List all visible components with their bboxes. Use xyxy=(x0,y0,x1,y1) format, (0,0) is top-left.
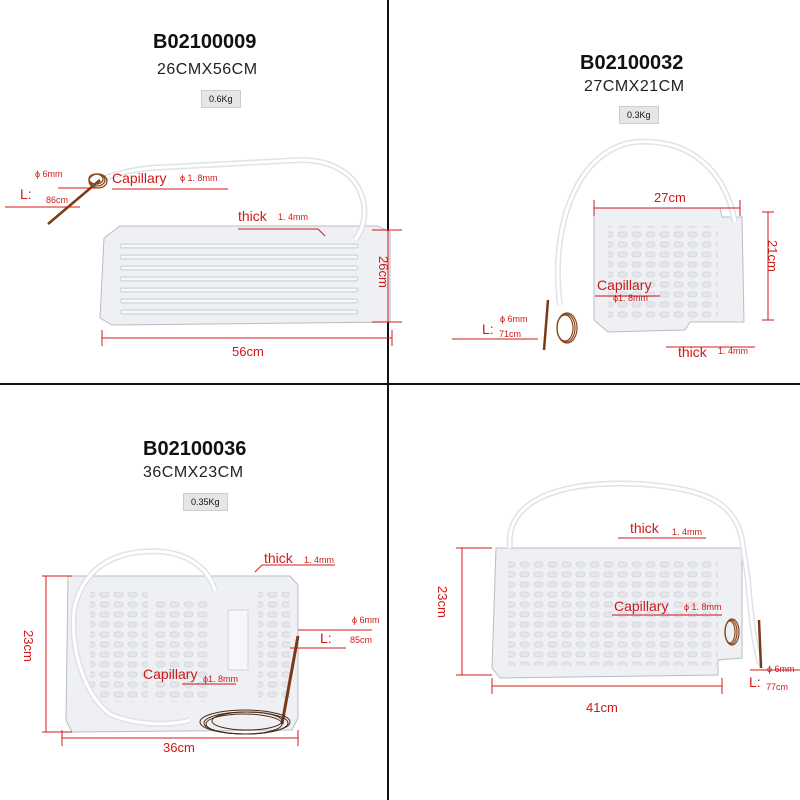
tube-diameter-label: ϕ 6mm xyxy=(500,314,528,324)
width-dimension: 27cm xyxy=(654,190,686,205)
length-label: L: xyxy=(320,630,332,646)
height-dimension: 23cm xyxy=(435,586,450,618)
evaporator-plate-3 xyxy=(65,548,300,735)
length-label: L: xyxy=(20,186,32,202)
capillary-diameter-label: ϕ 1. 8mm xyxy=(684,602,722,612)
thick-value: 1. 4mm xyxy=(672,527,703,537)
product-code: B02100009 xyxy=(153,31,257,53)
height-dimension: 26cm xyxy=(376,256,391,288)
length-label: L: xyxy=(482,321,494,337)
product-size: 27CMX21CM xyxy=(584,78,685,95)
length-value: 86cm xyxy=(46,195,69,205)
weight-badge: 0.3Kg xyxy=(619,106,659,124)
evaporator-plate-4 xyxy=(491,480,763,679)
thick-label: thick xyxy=(264,550,293,566)
capillary-diameter-label: ϕ1. 8mm xyxy=(613,293,649,303)
width-dimension: 41cm xyxy=(586,700,618,715)
thick-value: 1. 4mm xyxy=(718,346,749,356)
width-dimension: 56cm xyxy=(232,344,264,359)
thick-value: 1. 4mm xyxy=(304,555,335,565)
dimension-lines-2 xyxy=(452,200,774,348)
thick-label: thick xyxy=(678,344,707,360)
height-dimension: 23cm xyxy=(21,630,36,662)
evaporator-plate-1 xyxy=(47,156,391,326)
length-label: L: xyxy=(749,674,761,690)
vertical-divider xyxy=(387,0,389,800)
product-size: 36CMX23CM xyxy=(143,464,244,481)
thick-value: 1. 4mm xyxy=(278,212,309,222)
product-code: B02100036 xyxy=(143,438,247,460)
length-value: 71cm xyxy=(499,329,522,339)
product-code: B02100032 xyxy=(580,52,684,74)
capillary-label: Capillary xyxy=(597,277,652,293)
tube-diameter-label: ϕ 6mm xyxy=(352,615,380,625)
tube-diameter-label: ϕ 6mm xyxy=(35,169,63,179)
length-value: 85cm xyxy=(350,635,373,645)
dimension-lines-3 xyxy=(42,564,372,746)
capillary-label: Capillary xyxy=(614,598,669,614)
horizontal-divider xyxy=(0,383,800,385)
thick-label: thick xyxy=(238,208,267,224)
dimension-lines-1 xyxy=(5,187,402,346)
capillary-diameter-label: ϕ1. 8mm xyxy=(203,674,239,684)
weight-badge: 0.6Kg xyxy=(201,90,241,108)
dimension-lines-4 xyxy=(456,537,800,694)
width-dimension: 36cm xyxy=(163,740,195,755)
capillary-diameter-label: ϕ 1. 8mm xyxy=(180,173,218,183)
capillary-label: Capillary xyxy=(112,170,167,186)
product-size: 26CMX56CM xyxy=(157,61,258,78)
height-dimension: 21cm xyxy=(765,240,780,272)
thick-label: thick xyxy=(630,520,659,536)
evaporator-plate-2 xyxy=(542,138,745,351)
capillary-label: Capillary xyxy=(143,666,198,682)
length-value: 77cm xyxy=(766,682,789,692)
tube-diameter-label: ϕ 6mm xyxy=(767,664,795,674)
weight-badge: 0.35Kg xyxy=(183,493,228,511)
